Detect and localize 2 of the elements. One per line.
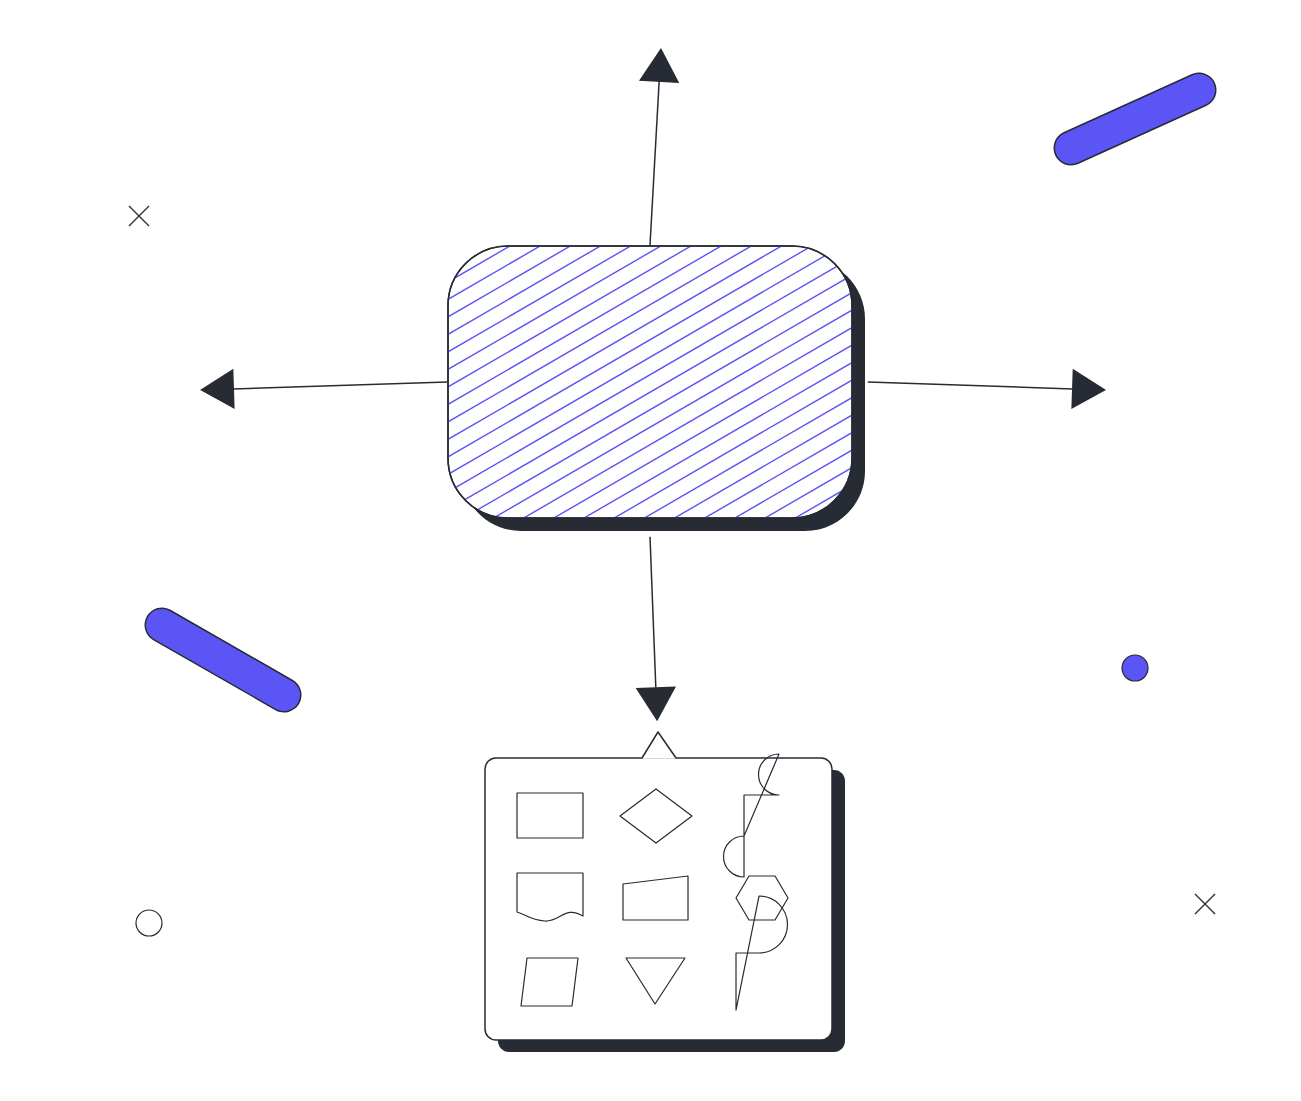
hatched-rounded-box — [447, 245, 865, 531]
shape-palette-panel — [484, 731, 845, 1052]
